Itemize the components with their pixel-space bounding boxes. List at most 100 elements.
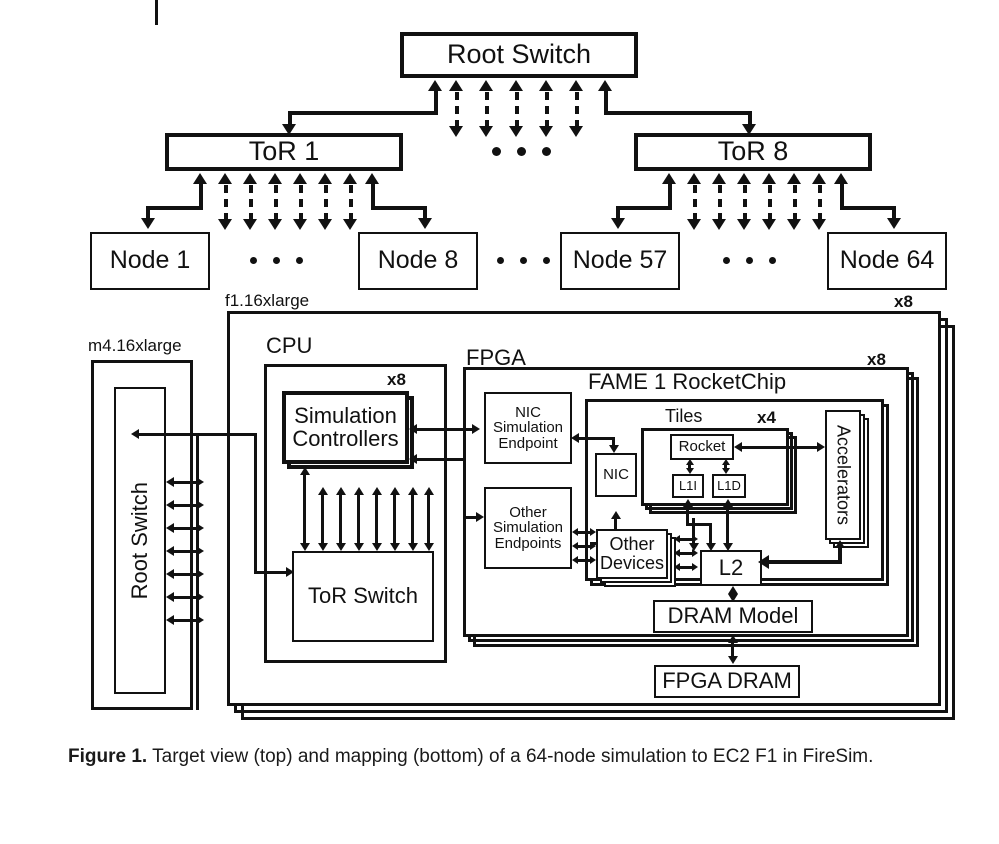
target-tor8-box[interactable]: ToR 8	[634, 133, 872, 171]
m4-instance-label: m4.16xlarge	[88, 336, 182, 355]
dram-to-fpgadram-arrowhead	[728, 656, 738, 664]
tor1-to-node8-drop	[423, 206, 427, 220]
figure-caption: Figure 1. Target view (top) and mapping …	[68, 742, 973, 771]
target-root-switch-box[interactable]: Root Switch	[400, 32, 638, 78]
other-devices-box[interactable]: Other Devices	[596, 529, 668, 579]
tor-ellipsis	[492, 147, 551, 156]
root-to-tor1-horiz	[288, 111, 438, 115]
l1i-l2-vert	[686, 507, 689, 525]
cpu-label: CPU	[266, 333, 313, 358]
l2-to-l1i-arrowhead	[683, 499, 693, 507]
accel-to-l2-horiz	[768, 560, 842, 564]
sim-controllers-multiplier: x8	[387, 370, 406, 389]
l1d-cache-box[interactable]: L1D	[712, 474, 746, 498]
accelerators-box[interactable]: Accelerators	[825, 410, 861, 540]
tor8-to-node64-arrowhead	[887, 218, 901, 229]
tor8-to-node64-drop	[892, 206, 896, 220]
rootswitch-to-tor-horiz	[254, 571, 290, 574]
l2-to-accel-arrowhead	[835, 540, 845, 548]
tiles-label: Tiles	[665, 406, 703, 426]
l1i-l2-horiz	[686, 523, 712, 526]
target-node-57-box[interactable]: Node 57	[560, 232, 680, 290]
l2-cache-label: L2	[718, 554, 744, 580]
otherendpoint-to-simctrl-horiz	[414, 458, 466, 461]
rocket-to-accel-arrowhead	[817, 442, 825, 452]
nic-sim-endpoint-box[interactable]: NIC Simulation Endpoint	[484, 392, 572, 464]
l1i-to-l2-arrowhead	[706, 543, 716, 551]
sim-controllers-label: Simulation Controllers	[292, 402, 399, 451]
dram-fpgadram-vert	[731, 642, 734, 658]
simctrl-to-otherendpoint-horiz	[463, 516, 479, 519]
sim-controllers-box[interactable]: Simulation Controllers	[282, 391, 409, 464]
l2-to-dram-arrowhead	[728, 594, 738, 602]
cpu-frame[interactable]	[264, 364, 447, 663]
m4-instance-frame[interactable]	[91, 360, 193, 710]
column-rule-artifact	[155, 0, 158, 25]
accel-to-l2-vert	[838, 548, 842, 562]
l1i-cache-box[interactable]: L1I	[672, 474, 704, 498]
nic-to-nicendpoint-drop	[612, 437, 615, 447]
tor8-to-root-arrowhead	[598, 80, 612, 91]
tor1-to-node8-horiz	[371, 206, 427, 210]
figure-caption-label: Figure 1.	[68, 746, 148, 767]
otherdevices-to-nic-arrowhead	[611, 511, 621, 519]
l2-to-l1d-arrowhead	[723, 499, 733, 507]
root-to-tor8-horiz	[604, 111, 752, 115]
node57-to-tor8-arrowhead	[662, 173, 676, 184]
rocket-core-label: Rocket	[678, 438, 726, 456]
otherendpoint-link-vert	[463, 458, 466, 518]
other-sim-endpoints-box[interactable]: Other Simulation Endpoints	[484, 487, 572, 569]
nic-to-nicendpoint-arrowhead	[571, 433, 579, 443]
fpga-dram-box[interactable]: FPGA DRAM	[654, 665, 800, 698]
target-root-switch-label: Root Switch	[446, 39, 592, 70]
m4-link-vertical-rule	[196, 433, 199, 710]
tiles-multiplier: x4	[757, 408, 776, 427]
dram-model-label: DRAM Model	[667, 603, 799, 629]
target-node-1-box[interactable]: Node 1	[90, 232, 210, 290]
mapping-tor-switch-box[interactable]: ToR Switch	[292, 551, 434, 642]
fpga-multiplier: x8	[867, 350, 886, 369]
l1i-l2-drop	[709, 523, 712, 545]
target-tor1-label: ToR 1	[248, 136, 320, 167]
rootswitch-to-tor-arrowhead	[286, 567, 294, 577]
l2-cache-box[interactable]: L2	[700, 550, 762, 586]
rocket-accel-horiz	[741, 446, 821, 449]
target-node-64-label: Node 64	[839, 246, 935, 275]
l1d-l2-vert	[726, 507, 729, 545]
simctrl-to-otherendpoint-arrowhead	[476, 512, 484, 522]
mapping-tor-switch-label: ToR Switch	[307, 583, 419, 609]
root-to-tor1-drop	[288, 111, 292, 126]
mapping-root-switch-label: Root Switch	[126, 481, 152, 600]
tor8-to-node57-drop	[616, 206, 620, 220]
tor1-to-root-arrowhead	[428, 80, 442, 91]
rocket-core-box[interactable]: Rocket	[670, 434, 734, 460]
otherendpoint-to-simctrl-arrowhead	[409, 454, 417, 464]
tor1-to-node1-arrowhead	[141, 218, 155, 229]
otherdevices-l2-vert	[692, 518, 695, 545]
mapping-root-switch-box[interactable]: Root Switch	[114, 387, 166, 694]
nic-box[interactable]: NIC	[595, 453, 637, 497]
tor8-to-node64-horiz	[840, 206, 896, 210]
simctrl-to-nicendpoint-horiz	[414, 428, 474, 431]
accel-to-rocket-arrowhead	[734, 442, 742, 452]
tor1-to-node1-horiz	[146, 206, 203, 210]
l1i-cache-label: L1I	[678, 478, 698, 494]
root-to-tor8-drop	[748, 111, 752, 126]
root-to-tor8-stem	[604, 90, 608, 115]
target-node-1-label: Node 1	[109, 246, 191, 275]
nic-label: NIC	[603, 466, 629, 484]
simctrl-to-nicendpoint-arrowhead	[472, 424, 480, 434]
accelerators-label: Accelerators	[833, 424, 854, 526]
target-node-8-label: Node 8	[377, 246, 459, 275]
target-node-57-label: Node 57	[572, 246, 668, 275]
f1-instance-label: f1.16xlarge	[225, 291, 310, 310]
nic-to-nicendpoint-horiz	[579, 437, 615, 440]
root-to-tor8-arrowhead	[742, 124, 756, 135]
target-tor1-box[interactable]: ToR 1	[165, 133, 403, 171]
dram-model-box[interactable]: DRAM Model	[653, 600, 813, 633]
node64-to-tor8-arrowhead	[834, 173, 848, 184]
target-node-64-box[interactable]: Node 64	[827, 232, 947, 290]
target-node-8-box[interactable]: Node 8	[358, 232, 478, 290]
other-devices-label: Other Devices	[599, 534, 665, 573]
